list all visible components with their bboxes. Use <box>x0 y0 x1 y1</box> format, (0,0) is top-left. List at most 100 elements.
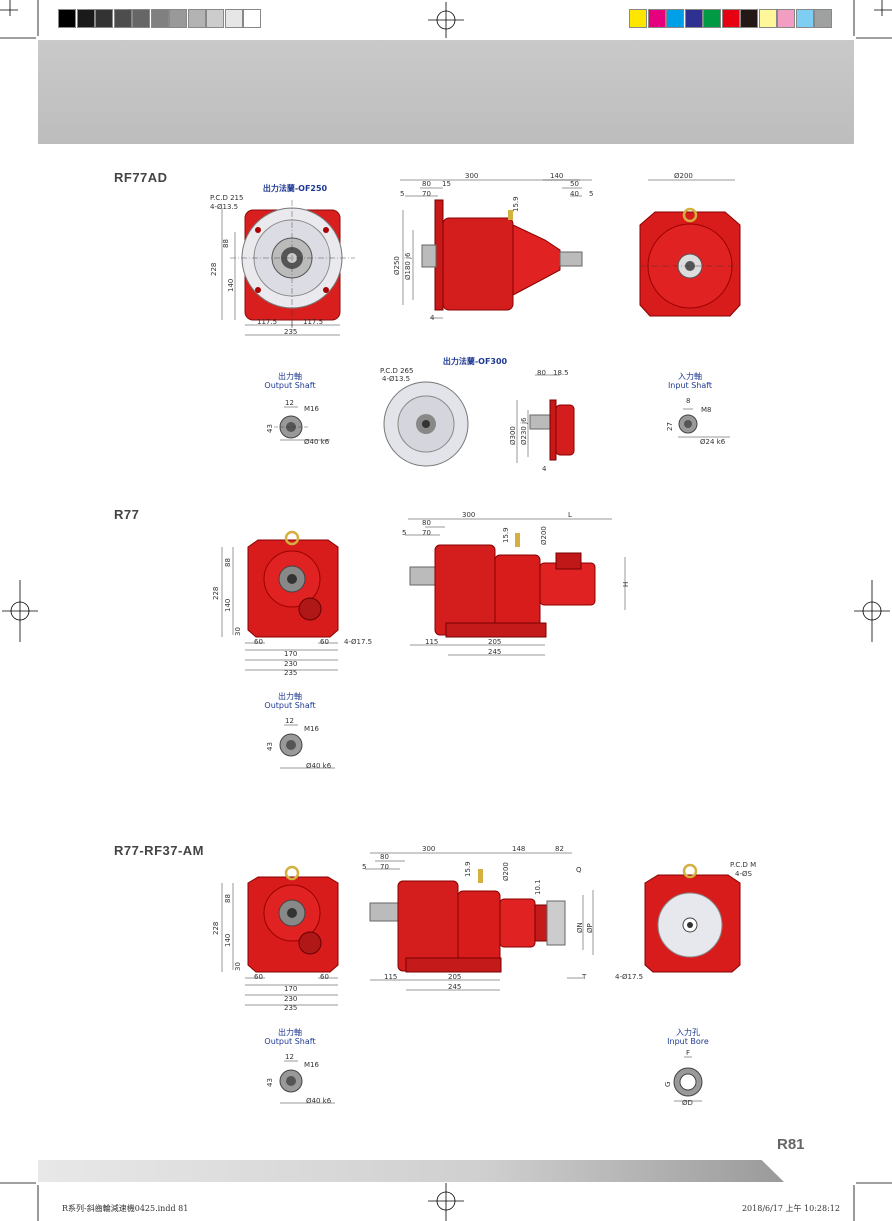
dim-70: 70 <box>422 190 431 198</box>
dim-180: Ø180 j6 <box>404 252 412 280</box>
dim-4: 4 <box>430 314 435 322</box>
am-dim-60b: 60 <box>320 973 329 981</box>
r77-out-40: Ø40 k6 <box>306 762 332 770</box>
am-out-m16: M16 <box>304 1061 319 1069</box>
am-dim-148: 148 <box>512 845 525 853</box>
input-bore: F G ØD <box>664 1049 703 1107</box>
color-swatch <box>795 9 814 28</box>
flange2-caption: 出力法蘭-OF300 <box>442 357 508 366</box>
footer-date: 2018/6/17 上午 10:28:12 <box>741 1204 840 1213</box>
color-swatch <box>814 9 832 28</box>
color-swatch <box>758 9 777 28</box>
color-swatch <box>629 9 647 28</box>
r77-rf37-am-drawings: 88 228 140 30 60 60 170 230 235 300 148 … <box>212 845 756 1012</box>
dim-88: 88 <box>222 239 230 248</box>
am-dim-T: T <box>581 973 587 981</box>
input-dim-m8: M8 <box>701 406 712 414</box>
am-dim-P: ØP <box>586 923 594 933</box>
am-out-12: 12 <box>285 1053 294 1061</box>
section-title-rf77ad: RF77AD <box>114 170 168 185</box>
r77-dim-L: L <box>568 511 572 519</box>
flange2-300: Ø300 <box>509 426 517 445</box>
output-dim-43: 43 <box>266 424 274 433</box>
am-dim-235: 235 <box>284 1004 297 1012</box>
flange-front-view <box>230 200 355 330</box>
bore-D: ØD <box>682 1099 693 1107</box>
output-dim-12: 12 <box>285 399 294 407</box>
dim-140: 140 <box>227 279 235 292</box>
r77-dim-60a: 60 <box>254 638 263 646</box>
r77-out-43: 43 <box>266 742 274 751</box>
input-dim-24: Ø24 k6 <box>700 438 726 446</box>
gray-swatch <box>95 9 113 28</box>
flange2-230: Ø230 j6 <box>520 417 528 445</box>
r77-dim-205: 205 <box>488 638 501 646</box>
dim-pcd: P.C.D 215 <box>210 194 243 202</box>
am-dim-5: 5 <box>362 863 366 871</box>
dim-117b: 117.5 <box>303 318 323 326</box>
r77-out-m16: M16 <box>304 725 319 733</box>
header-band <box>38 40 854 144</box>
output-dim-40: Ø40 k6 <box>304 438 330 446</box>
r77-rf37-side-view <box>369 869 566 973</box>
am-dim-88: 88 <box>224 894 232 903</box>
dim-15-9: 15.9 <box>512 196 520 212</box>
am-dim-holes-s: 4-ØS <box>735 870 752 878</box>
am-dim-70: 70 <box>380 863 389 871</box>
r77-dim-140: 140 <box>224 599 232 612</box>
flange-caption: 出力法蘭-OF250 <box>262 184 328 193</box>
gray-swatch <box>206 9 224 28</box>
am-dim-10-1: 10.1 <box>534 879 542 895</box>
am-dim-245: 245 <box>448 983 461 991</box>
rf77ad-drawings: P.C.D 215 4-Ø13.5 88 228 140 117.5 117.5… <box>210 172 741 336</box>
gray-swatch <box>243 9 261 28</box>
section-title-r77-rf37-am: R77-RF37-AM <box>114 843 205 858</box>
dim-15: 15 <box>442 180 451 188</box>
r77-dim-170: 170 <box>284 650 297 658</box>
r77-side-view <box>409 533 596 638</box>
r77-dim-235: 235 <box>284 669 297 677</box>
am-out-40: Ø40 k6 <box>306 1097 332 1105</box>
flange2-pcd: P.C.D 265 <box>380 367 413 375</box>
dim-228: 228 <box>210 263 218 276</box>
bore-F: F <box>686 1049 690 1057</box>
dim-140b: 140 <box>550 172 563 180</box>
dim-5b: 5 <box>589 190 593 198</box>
footer-band <box>38 1160 784 1182</box>
r77-drawings: 228 88 140 30 60 60 4-Ø17.5 170 230 235 … <box>212 511 630 677</box>
r77-dim-228: 228 <box>212 587 220 600</box>
r77-dim-30: 30 <box>234 627 242 636</box>
r77-dim-88: 88 <box>224 558 232 567</box>
dim-5a: 5 <box>400 190 404 198</box>
rf77ad-side-view <box>421 199 583 311</box>
am-dim-15-9: 15.9 <box>464 861 472 877</box>
flange2-4: 4 <box>542 465 547 473</box>
dim-80: 80 <box>422 180 431 188</box>
am-dim-holes-175: 4-Ø17.5 <box>615 973 643 981</box>
am-dim-30: 30 <box>234 962 242 971</box>
section-title-r77: R77 <box>114 507 140 522</box>
color-swatch <box>647 9 666 28</box>
dim-50: 50 <box>570 180 579 188</box>
page-number: R81 <box>777 1136 805 1153</box>
dim-40: 40 <box>570 190 579 198</box>
gray-swatch <box>224 9 243 28</box>
am-dim-115: 115 <box>384 973 397 981</box>
am-dim-80: 80 <box>380 853 389 861</box>
flange2-80: 80 <box>537 369 546 377</box>
dim-235: 235 <box>284 328 297 336</box>
gray-swatch <box>169 9 187 28</box>
am-dim-pcd-m: P.C.D M <box>730 861 756 869</box>
rf77ad-rear-view <box>639 207 741 317</box>
r77-dim-5: 5 <box>402 529 406 537</box>
input-dim-8: 8 <box>686 397 690 405</box>
gray-swatch <box>76 9 95 28</box>
am-dim-300: 300 <box>422 845 435 853</box>
gray-swatch <box>187 9 206 28</box>
r77-dim-70: 70 <box>422 529 431 537</box>
r77-dim-200: Ø200 <box>540 526 548 545</box>
color-swatch <box>777 9 795 28</box>
